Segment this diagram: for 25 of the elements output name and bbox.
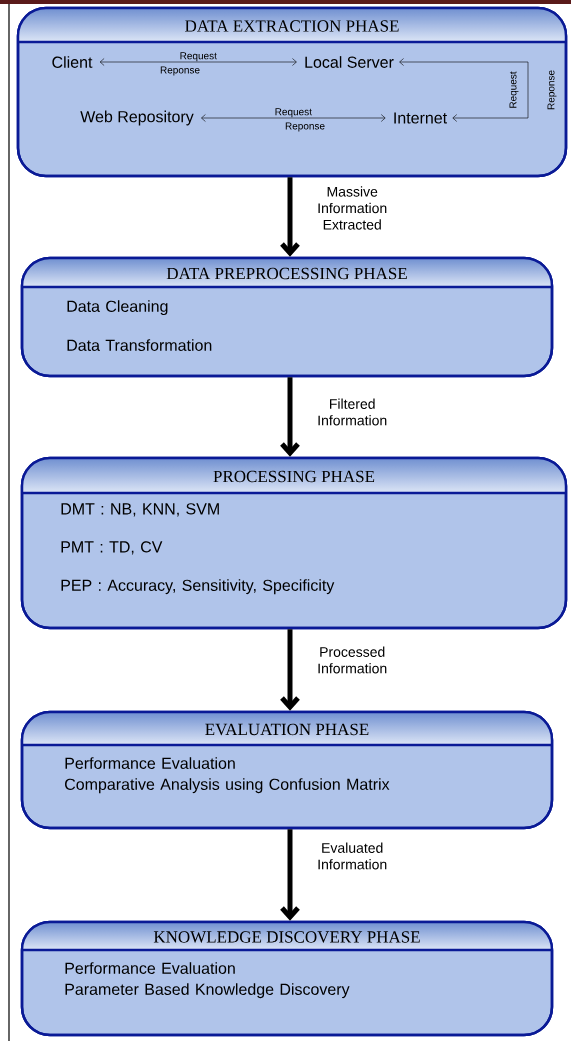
edge-label: Request: [180, 52, 217, 62]
arrow: [399, 58, 529, 122]
edge-label: Request: [275, 108, 312, 118]
arrow: [99, 58, 297, 66]
edge-label: Request: [509, 71, 519, 108]
arrow: [280, 829, 300, 921]
phase-box: KNOWLEDGE DISCOVERY PHASE Performance Evaluation Parameter Based Knowledge Discovery: [20, 920, 554, 1037]
entity-label: Client: [52, 56, 93, 68]
arrow: [280, 177, 300, 257]
arrow: [201, 114, 386, 122]
line-caption: Reponse: [547, 70, 557, 110]
phase-box: DATA PREPROCESSING PHASE Data Cleaning Data Transformation: [20, 256, 554, 378]
line-caption: Reponse: [160, 66, 200, 76]
edge-label: Evaluated Information: [318, 842, 387, 870]
entity-label: Web Repository: [80, 110, 194, 126]
edge-label: Processed Information: [318, 646, 387, 674]
phase-box: PROCESSING PHASE DMT : NB, KNN, SVM PMT : TD, CV PEP : Accuracy, Sensitivity, Specificity: [20, 456, 568, 630]
arrow: [280, 377, 300, 457]
line-caption: Reponse: [285, 122, 325, 132]
arrow: [280, 629, 300, 711]
phase-box: EVALUATION PHASE Performance Evaluation Comparative Analysis using Confusion Matrix: [20, 710, 554, 830]
entity-label: Internet: [394, 112, 447, 124]
edge-label: Massive Information Extracted: [318, 186, 387, 230]
entity-label: Local Server: [305, 56, 394, 68]
edge-label: Filtered Information: [318, 398, 387, 426]
